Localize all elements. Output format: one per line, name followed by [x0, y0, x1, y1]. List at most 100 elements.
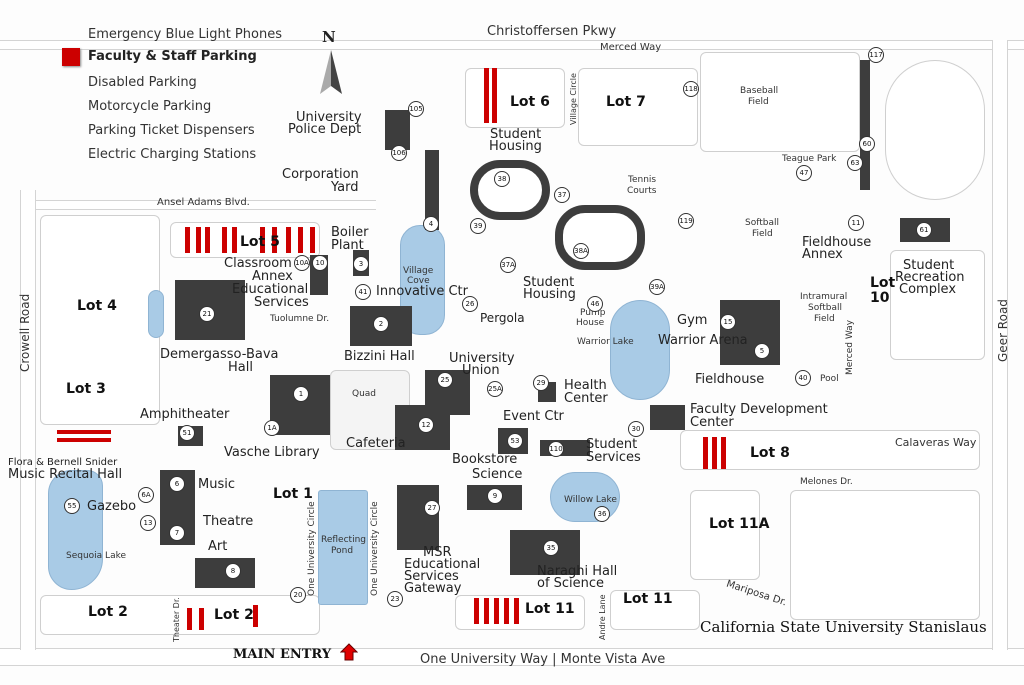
label-msr-4: Gateway	[404, 581, 462, 596]
building-number: 53	[507, 433, 523, 449]
road-village-circle: Village Circle	[569, 73, 578, 125]
label-demergasso-1: Demergasso-Bava	[160, 347, 279, 362]
legend-disabled-parking: Disabled Parking	[88, 75, 197, 90]
label-art: Art	[208, 539, 228, 554]
label-fdc-1: Faculty Development	[690, 402, 828, 417]
building-number: 110	[548, 441, 564, 457]
building-number: 41	[355, 284, 371, 300]
geer-road	[992, 40, 1008, 650]
label-edu-2: Services	[254, 295, 309, 310]
building-number: 119	[678, 213, 694, 229]
building-number: 36	[594, 506, 610, 522]
building-corp	[425, 150, 439, 230]
fields-south	[790, 490, 980, 620]
building-housing-38	[470, 160, 550, 220]
building-number: 9	[487, 488, 503, 504]
building-number: 25	[437, 372, 453, 388]
building-number: 51	[179, 425, 195, 441]
label-police-2: Police Dept	[288, 122, 362, 137]
label-cove-2: Cove	[407, 276, 430, 286]
label-health-2: Center	[564, 391, 608, 406]
label-housing-1a: Student	[490, 127, 542, 142]
faculty-parking	[57, 430, 111, 434]
label-naraghi-2: of Science	[537, 576, 605, 591]
faculty-parking	[721, 437, 726, 469]
road-merced-way: Merced Way	[600, 42, 662, 53]
label-naraghi-1: Naraghi Hall	[537, 564, 618, 579]
label-pump-1: Pump	[580, 308, 606, 318]
label-student-services-1: Student	[586, 437, 638, 452]
legend-ticket-dispensers: Parking Ticket Dispensers	[88, 123, 255, 138]
faculty-parking	[199, 608, 204, 630]
label-baseball-1: Baseball	[740, 86, 779, 96]
building-number: 61	[916, 222, 932, 238]
faculty-parking	[222, 227, 227, 253]
label-bizzini-hall: Bizzini Hall	[344, 349, 415, 364]
label-softball-1: Softball	[745, 218, 779, 228]
label-intramural-3: Field	[814, 314, 835, 324]
label-sequoia-lake: Sequoia Lake	[66, 551, 127, 561]
legend-faculty-parking: Faculty & Staff Parking	[88, 49, 257, 64]
building-number: 2	[373, 316, 389, 332]
label-fieldhouse-annex-2: Annex	[802, 247, 843, 262]
lot-5-label: Lot 5	[240, 234, 280, 250]
recreation-fields	[890, 250, 985, 360]
building-number: 21	[199, 306, 215, 322]
building-stadium-stands	[860, 60, 870, 190]
label-cove-1: Village	[403, 266, 434, 276]
building-housing-38a	[555, 205, 645, 270]
faculty-parking	[703, 437, 708, 469]
lot-11a-label: Lot 11A	[709, 516, 770, 532]
faculty-parking	[185, 227, 190, 253]
faculty-parking	[205, 227, 210, 253]
label-src-1: Student	[903, 258, 955, 273]
road-melones: Melones Dr.	[800, 477, 853, 487]
faculty-parking	[484, 68, 489, 123]
lot-7-label: Lot 7	[606, 94, 646, 110]
building-number: 38	[494, 171, 510, 187]
road-merced-way-vertical: Merced Way	[845, 319, 855, 375]
faculty-parking-swatch	[62, 48, 80, 66]
demergasso-pond	[148, 290, 164, 338]
label-cafeteria: Cafeteria	[346, 436, 406, 451]
building-gym	[720, 300, 780, 365]
label-science: Science	[472, 467, 523, 482]
label-edu-1: Educational	[232, 282, 309, 297]
building-number: 47	[796, 165, 812, 181]
label-willow-lake: Willow Lake	[564, 495, 617, 505]
building-number: 25A	[487, 381, 503, 397]
building-number: 5	[754, 343, 770, 359]
christoffersen-road	[0, 40, 1024, 50]
label-health-1: Health	[564, 378, 607, 393]
road-one-university-circle-west: One University Circle	[307, 501, 317, 596]
label-msr-2: Educational	[404, 557, 481, 572]
label-corp-1: Corporation	[282, 167, 359, 182]
building-number: 37A	[500, 257, 516, 273]
faculty-parking	[232, 227, 237, 253]
road-tuolumne: Tuolumne Dr.	[270, 314, 330, 324]
label-fieldhouse: Fieldhouse	[695, 372, 765, 387]
label-warrior-lake: Warrior Lake	[577, 337, 634, 347]
label-amphitheater: Amphitheater	[140, 407, 230, 422]
monte-vista-road	[0, 648, 1024, 666]
lot-11-east-label: Lot 11	[623, 591, 673, 607]
lot-10-number: 10	[870, 290, 890, 306]
building-number: 55	[64, 498, 80, 514]
label-fdc-2: Center	[690, 415, 734, 430]
label-pond-1: Reflecting	[321, 535, 366, 545]
lot-8-label: Lot 8	[750, 445, 790, 461]
road-calaveras: Calaveras Way	[895, 436, 977, 449]
building-number: 39	[470, 218, 486, 234]
label-student-services-2: Services	[586, 450, 641, 465]
reflecting-pond	[318, 490, 368, 605]
building-number: 13	[140, 515, 156, 531]
building-number: 6	[169, 476, 185, 492]
lot-8-area	[680, 430, 980, 470]
building-number: 12	[418, 417, 434, 433]
building-number: 23	[387, 591, 403, 607]
label-snider-1: Flora & Bernell Snider	[8, 457, 118, 468]
track	[885, 60, 985, 200]
label-snider-2: Music Recital Hall	[8, 467, 123, 482]
faculty-parking	[474, 598, 479, 624]
